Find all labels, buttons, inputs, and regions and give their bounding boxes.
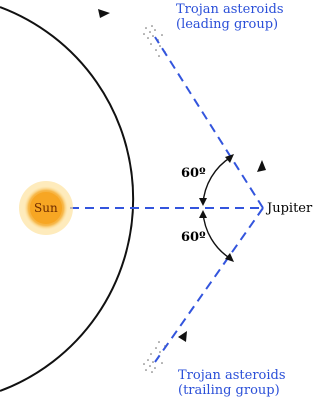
orbit-arc bbox=[0, 6, 135, 392]
leading-group-label-line2: (leading group) bbox=[176, 17, 279, 32]
angle-label-upper: 60º bbox=[181, 166, 206, 181]
jupiter-leading-line bbox=[154, 36, 264, 209]
angle-arrow-lower-bottom bbox=[225, 253, 234, 262]
sun-label: Sun bbox=[34, 201, 58, 215]
trailing-group-label-line2: (trailing group) bbox=[178, 383, 280, 398]
trailing-asteroid-swarm bbox=[143, 341, 166, 373]
angle-arrow-lower-top bbox=[199, 210, 207, 218]
jupiter-trailing-line bbox=[154, 207, 264, 363]
angle-arc-upper bbox=[202, 156, 232, 205]
angle-arrow-upper-bottom bbox=[199, 198, 207, 206]
jupiter-label: Jupiter bbox=[267, 201, 313, 216]
orbit-arrow-top bbox=[98, 9, 110, 18]
angle-arc-lower bbox=[202, 211, 232, 260]
leading-asteroid-swarm bbox=[143, 25, 166, 57]
angle-arrow-upper-top bbox=[225, 154, 234, 163]
orbit-arrow-right bbox=[257, 160, 266, 172]
angle-label-lower: 60º bbox=[181, 230, 206, 245]
orbit-arrow-bottom bbox=[178, 331, 187, 342]
trailing-group-label-line1: Trojan asteroids bbox=[178, 368, 286, 383]
leading-group-label-line1: Trojan asteroids bbox=[176, 2, 284, 17]
